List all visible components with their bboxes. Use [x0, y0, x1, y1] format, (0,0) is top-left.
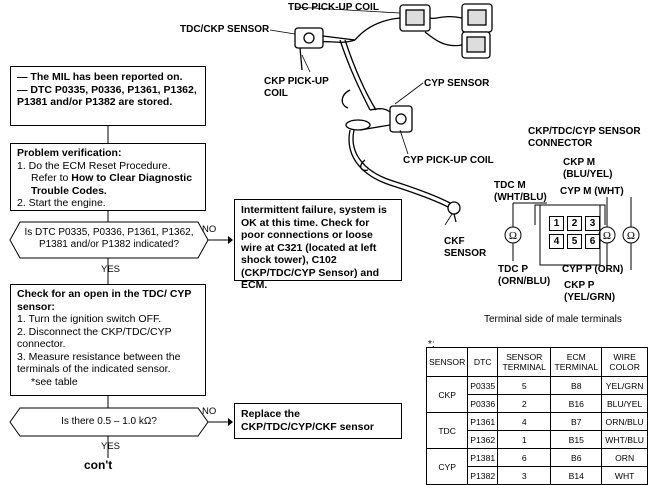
verification-title: Problem verification:	[17, 147, 122, 159]
cell-ecm-terminal: B7	[550, 412, 603, 431]
svg-text:Ω: Ω	[509, 230, 517, 242]
table-star-note: *:	[428, 339, 435, 350]
label-tdc-ckp-sensor: TDC/CKP SENSOR	[180, 24, 270, 35]
table-row: P1362 1 B15 WHT/BLU	[427, 430, 648, 449]
yes-label-1: YES	[101, 264, 121, 275]
mil-reported-box: — The MIL has been reported on. — DTC P0…	[10, 66, 206, 126]
problem-verification-box: Problem verification: 1. Do the ECM Rese…	[10, 143, 206, 211]
cell-ecm-terminal: B8	[550, 376, 603, 395]
svg-text:Ω: Ω	[627, 230, 635, 242]
table-header-row: SENSOR DTC SENSOR TERMINAL ECM TERMINAL …	[425, 347, 648, 377]
continued-label: con't	[84, 458, 113, 472]
decision-resistance: Is there 0.5 – 1.0 kΩ?	[61, 416, 157, 427]
check-step2: 2. Disconnect the CKP/TDC/CYP connector.	[17, 325, 172, 351]
cell-wire-color: BLU/YEL	[601, 394, 648, 413]
label-cyp-pickup-coil: CYP PICK-UP COIL	[403, 155, 494, 166]
replace-sensor-box: Replace the CKP/TDC/CYP/CKF sensor	[234, 403, 402, 439]
connector-housing: Ω Ω Ω	[504, 197, 640, 270]
intermittent-text: Intermittent failure, system is OK at th…	[241, 204, 387, 291]
see-table-note: *see table	[31, 375, 78, 388]
cell-dtc: P0336	[467, 394, 499, 413]
cell-sensor-terminal: 6	[497, 448, 552, 467]
decision-dtc-indicated: Is DTC P0335, P0336, P1361, P1362, P1381…	[24, 227, 194, 250]
cell-wire-color: ORN	[601, 448, 648, 467]
cell-dtc: P1381	[467, 448, 499, 467]
check-step3: 3. Measure resistance between the termin…	[17, 350, 181, 376]
cell-sensor-terminal: 4	[497, 412, 552, 431]
label-ckp-m: CKP M (BLU/YEL)	[563, 157, 613, 180]
label-cyp-p: CYP P (ORN)	[562, 264, 624, 275]
cell-dtc: P0335	[467, 376, 499, 395]
check-open-title: Check for an open in the TDC/ CYP sensor…	[17, 288, 192, 313]
header-ecm-terminal: ECM TERMINAL	[550, 347, 603, 377]
mil-line2: — DTC P0335, P0336, P1361, P1362, P1381 …	[17, 83, 197, 109]
no-label-1: NO	[202, 224, 217, 235]
cell-sensor-terminal: 5	[497, 376, 552, 395]
label-cyp-sensor: CYP SENSOR	[424, 78, 490, 89]
label-tdc-m: TDC M (WHT/BLU)	[494, 180, 547, 203]
verification-how-to: How to Clear Diagnostic Trouble Codes.	[31, 172, 193, 197]
cell-dtc: P1362	[467, 430, 499, 449]
label-tdc-pickup-coil: TDC PICK-UP COIL	[288, 2, 379, 13]
table-row: CKP P0335 5 B8 YEL/GRN	[425, 376, 648, 413]
cell-ecm-terminal: B16	[550, 394, 603, 413]
header-sensor: SENSOR	[425, 347, 469, 377]
label-ckp-pickup-coil: CKP PICK-UP COIL	[264, 76, 329, 99]
no-label-2: NO	[202, 406, 217, 417]
cell-sensor: CKP	[425, 376, 469, 413]
label-cyp-m: CYP M (WHT)	[560, 186, 624, 197]
cell-sensor: TDC	[425, 412, 469, 449]
cell-sensor-terminal: 1	[497, 430, 552, 449]
verification-refer: Refer to	[31, 172, 69, 184]
table-row: TDC P1361 4 B7 ORN/BLU	[425, 412, 648, 449]
svg-text:Ω: Ω	[603, 230, 611, 242]
label-tdc-p: TDC P (ORN/BLU)	[498, 264, 551, 287]
header-wire-color: WIRE COLOR	[601, 347, 648, 377]
cell-sensor-terminal: 2	[497, 394, 552, 413]
cell-wire-color: ORN/BLU	[601, 412, 648, 431]
table-row: CYP P1381 6 B6 ORN	[425, 448, 648, 485]
intermittent-failure-box: Intermittent failure, system is OK at th…	[234, 199, 402, 291]
pin-2: 2	[567, 216, 582, 231]
verification-step2: 2. Start the engine.	[17, 197, 106, 209]
pin-4: 4	[549, 234, 564, 249]
label-ckf-sensor: CKF SENSOR	[444, 236, 487, 259]
cell-wire-color: WHT/BLU	[601, 430, 648, 449]
cell-ecm-terminal: B6	[550, 448, 603, 467]
pin-5: 5	[567, 234, 582, 249]
dtc-table: SENSOR DTC SENSOR TERMINAL ECM TERMINAL …	[425, 347, 648, 485]
replace-text: Replace the CKP/TDC/CYP/CKF sensor	[241, 408, 375, 433]
connector-caption: Terminal side of male terminals	[484, 314, 622, 325]
pin-3: 3	[585, 216, 600, 231]
mil-line1: — The MIL has been reported on.	[17, 71, 183, 83]
check-open-box: Check for an open in the TDC/ CYP sensor…	[10, 284, 206, 396]
pin-6: 6	[585, 234, 600, 249]
header-sensor-terminal: SENSOR TERMINAL	[497, 347, 552, 377]
verification-step1: 1. Do the ECM Reset Procedure.	[17, 159, 171, 172]
connector-title: CKP/TDC/CYP SENSOR CONNECTOR	[528, 126, 641, 149]
pin-1: 1	[549, 216, 564, 231]
cell-dtc: P1361	[467, 412, 499, 431]
yes-label-2: YES	[101, 441, 121, 452]
header-dtc: DTC	[467, 347, 499, 377]
cell-wire-color: YEL/GRN	[601, 376, 648, 395]
check-step1: 1. Turn the ignition switch OFF.	[17, 313, 162, 325]
sensor-assembly-illustration	[269, 3, 493, 226]
label-ckp-p: CKP P (YEL/GRN)	[564, 280, 616, 303]
cell-sensor: CYP	[425, 448, 469, 485]
cell-ecm-terminal: B15	[550, 430, 603, 449]
